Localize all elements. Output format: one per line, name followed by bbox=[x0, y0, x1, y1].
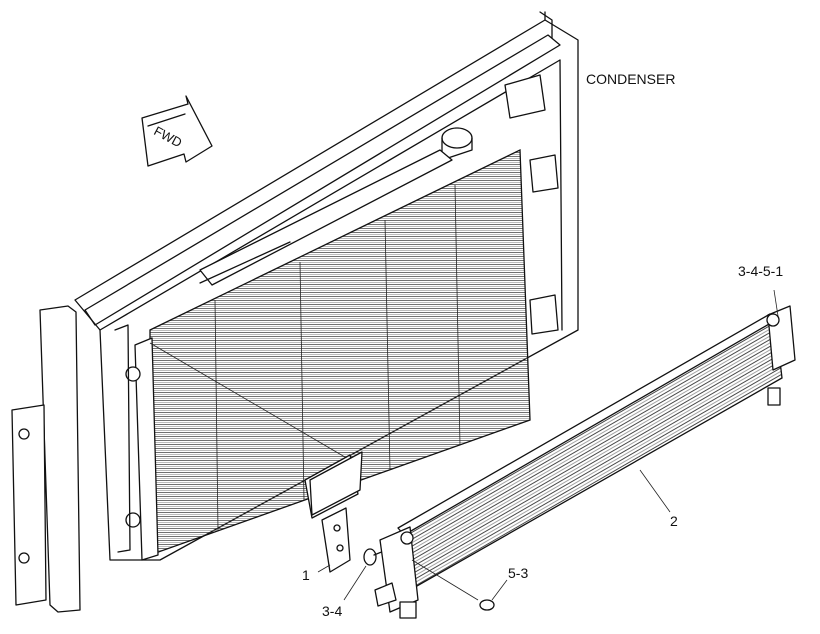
seal-plate bbox=[304, 451, 363, 519]
oil-cooler-part-2 bbox=[374, 305, 796, 619]
leader-line-to-plate bbox=[149, 342, 351, 461]
leader-line-1 bbox=[317, 564, 331, 573]
callout-1: 1 bbox=[302, 567, 310, 583]
forward-arrow-icon bbox=[141, 95, 213, 167]
leader-line-3-4 bbox=[343, 565, 367, 601]
callout-3-4: 3-4 bbox=[322, 603, 343, 619]
left-mounting-bracket bbox=[11, 305, 81, 613]
leader-line-5-3 bbox=[491, 579, 508, 601]
condenser-label: CONDENSER bbox=[586, 71, 676, 87]
callout-3-4-5-1: 3-4-5-1 bbox=[738, 263, 784, 279]
callout-2: 2 bbox=[670, 513, 678, 529]
leader-line-3-4-5-1 bbox=[773, 289, 779, 317]
condenser-right-brackets bbox=[199, 74, 559, 335]
leader-line-2 bbox=[639, 469, 671, 513]
bracket-part-1 bbox=[321, 507, 351, 573]
bolt-5-3 bbox=[411, 559, 495, 611]
condenser-left-tank bbox=[114, 324, 159, 561]
callout-5-3: 5-3 bbox=[508, 565, 529, 581]
